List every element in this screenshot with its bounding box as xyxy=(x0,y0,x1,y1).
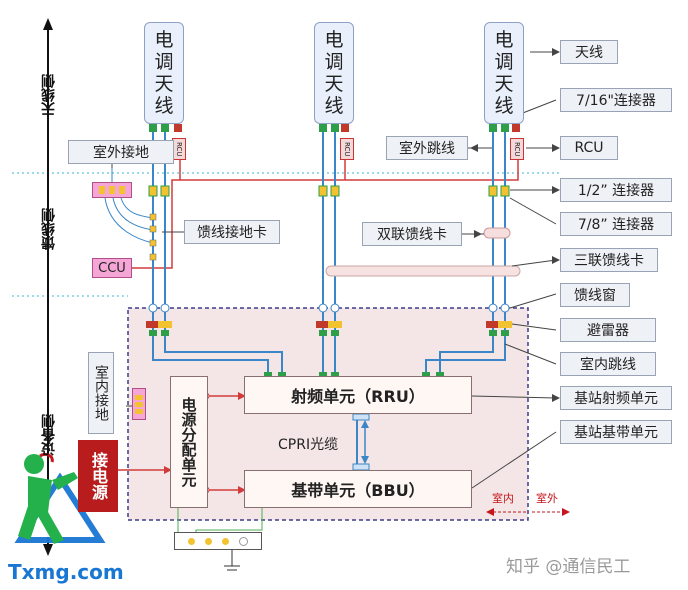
cpri-label: CPRI光缆 xyxy=(278,437,339,453)
outdoor-ground-label: 室外接地 xyxy=(68,140,174,164)
outdoor-label: 室外 xyxy=(536,492,558,505)
indoor-ground-label: 室内接地 xyxy=(88,352,114,434)
label-12-connector: 1/2” 连接器 xyxy=(560,178,672,202)
rcu-tag-2: RCU xyxy=(340,138,354,160)
axis-arrow-down xyxy=(43,544,53,556)
power-input-label: 接电源 xyxy=(78,440,118,512)
zhihu-watermark: 知乎 @通信民工 xyxy=(506,557,631,577)
ccu-label: CCU xyxy=(92,258,132,278)
label-rru-unit: 基站射频单元 xyxy=(560,386,672,410)
antenna-3: 电调天线 xyxy=(484,22,524,124)
dual-feeder-card-label: 双联馈线卡 xyxy=(362,222,462,246)
label-triple-feeder-card: 三联馈线卡 xyxy=(560,248,658,272)
power-lines xyxy=(118,395,242,491)
indoor-label: 室内 xyxy=(492,492,514,505)
label-feeder-window: 馈线窗 xyxy=(560,283,630,307)
triple-feeder-card xyxy=(325,265,521,277)
feeder-ground-card-label: 馈线接地卡 xyxy=(184,220,280,244)
antenna-connectors xyxy=(149,124,520,132)
leader-lines xyxy=(111,51,557,489)
indoor-ground-terminal xyxy=(174,532,262,550)
antenna-1: 电调天线 xyxy=(144,22,184,124)
ground-clamps xyxy=(149,213,157,261)
lightning-arresters xyxy=(146,321,512,336)
label-indoor-jumper: 室内跳线 xyxy=(560,352,656,376)
feeder-connectors xyxy=(148,185,510,197)
bbu-unit: 基带单元（BBU） xyxy=(244,470,472,508)
indoor-ground-bar xyxy=(132,388,146,420)
power-distribution-unit: 电源分配单元 xyxy=(170,376,208,508)
axis-arrow-up xyxy=(43,18,53,30)
label-716-connector: 7/16"连接器 xyxy=(560,88,672,112)
label-rcu: RCU xyxy=(560,136,618,160)
label-antenna: 天线 xyxy=(560,40,618,64)
outdoor-ground-bar xyxy=(92,182,132,198)
outdoor-jumper-label: 室外跳线 xyxy=(386,136,468,160)
rcu-tag-1: RCU xyxy=(172,138,186,160)
rcu-control-line xyxy=(179,146,519,181)
label-bbu-unit: 基站基带单元 xyxy=(560,420,672,444)
feeder-side-label: 馈线侧 xyxy=(41,208,57,250)
label-78-connector: 7/8” 连接器 xyxy=(560,212,672,236)
antenna-side-label: 天线侧 xyxy=(41,74,57,116)
feeder-window xyxy=(148,303,510,313)
equipment-side-label: 设备侧 xyxy=(41,414,57,456)
label-lightning-arrester: 避雷器 xyxy=(560,318,656,342)
site-watermark: Txmg.com xyxy=(8,560,124,584)
rcu-tag-3: RCU xyxy=(510,138,524,160)
dual-feeder-card xyxy=(483,227,511,239)
rru-unit: 射频单元（RRU） xyxy=(244,376,472,414)
antenna-2: 电调天线 xyxy=(314,22,354,124)
